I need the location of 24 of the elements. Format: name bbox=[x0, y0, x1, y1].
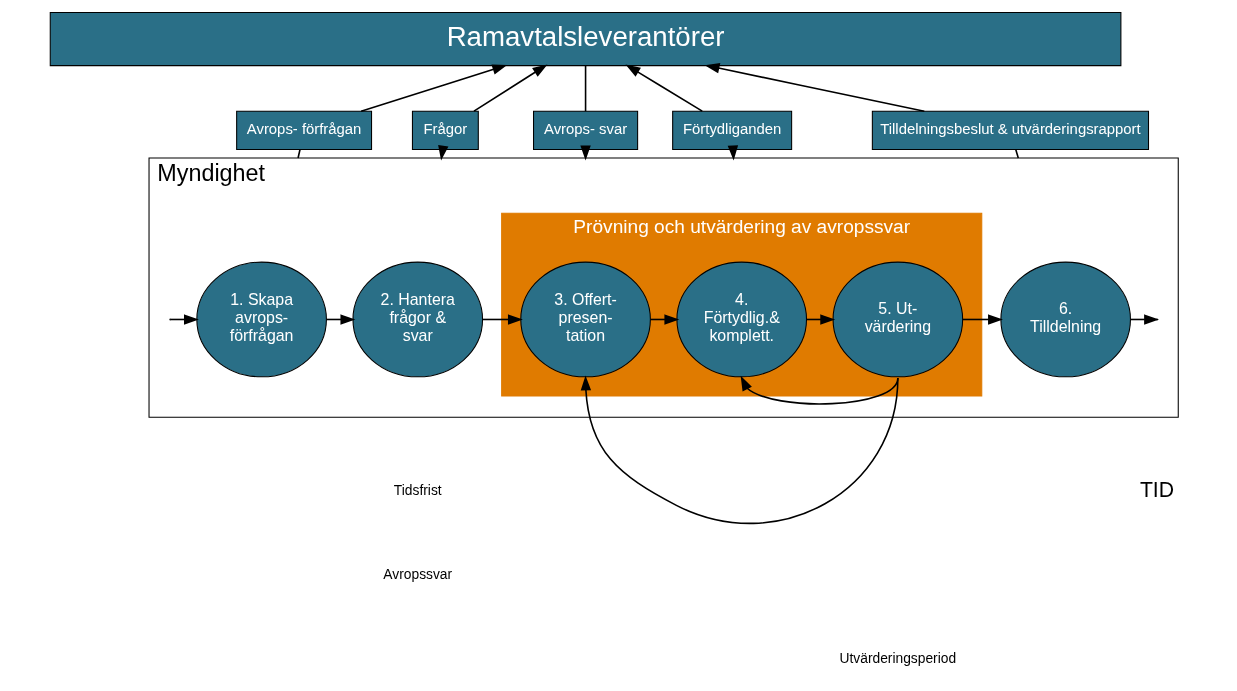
node-ellipse: 6. Tilldelning bbox=[1000, 261, 1131, 378]
arrow bbox=[580, 375, 899, 525]
node-ellipse: 4. Förtydlig.& komplett. bbox=[676, 261, 808, 378]
arrow bbox=[625, 64, 704, 112]
connector bbox=[584, 65, 587, 113]
connector bbox=[297, 148, 301, 159]
node-box: Ramavtalsleverantörer bbox=[49, 12, 1122, 67]
label: Avropssvar bbox=[383, 567, 453, 583]
node-box: Avrops- förfrågan bbox=[236, 110, 373, 151]
label: Tidsfrist bbox=[393, 483, 442, 499]
arrow bbox=[704, 63, 926, 113]
arrow bbox=[740, 375, 899, 405]
node-ellipse: 3. Offert- presen- tation bbox=[520, 261, 651, 378]
node-ellipse: 1. Skapa avrops- förfrågan bbox=[196, 261, 327, 378]
node-box: Tilldelningsbeslut & utvärderingsrapport bbox=[871, 110, 1150, 151]
label: Utvärderingsperiod bbox=[839, 650, 957, 666]
node-ellipse: 2. Hantera frågor & svar bbox=[352, 261, 484, 378]
label: TID bbox=[1139, 477, 1175, 502]
arrow bbox=[473, 64, 548, 112]
connector bbox=[1015, 148, 1020, 159]
arrow bbox=[360, 64, 508, 113]
arrow bbox=[961, 314, 1003, 325]
node-ellipse: 5. Ut- värdering bbox=[832, 261, 964, 378]
arrow bbox=[481, 314, 523, 325]
